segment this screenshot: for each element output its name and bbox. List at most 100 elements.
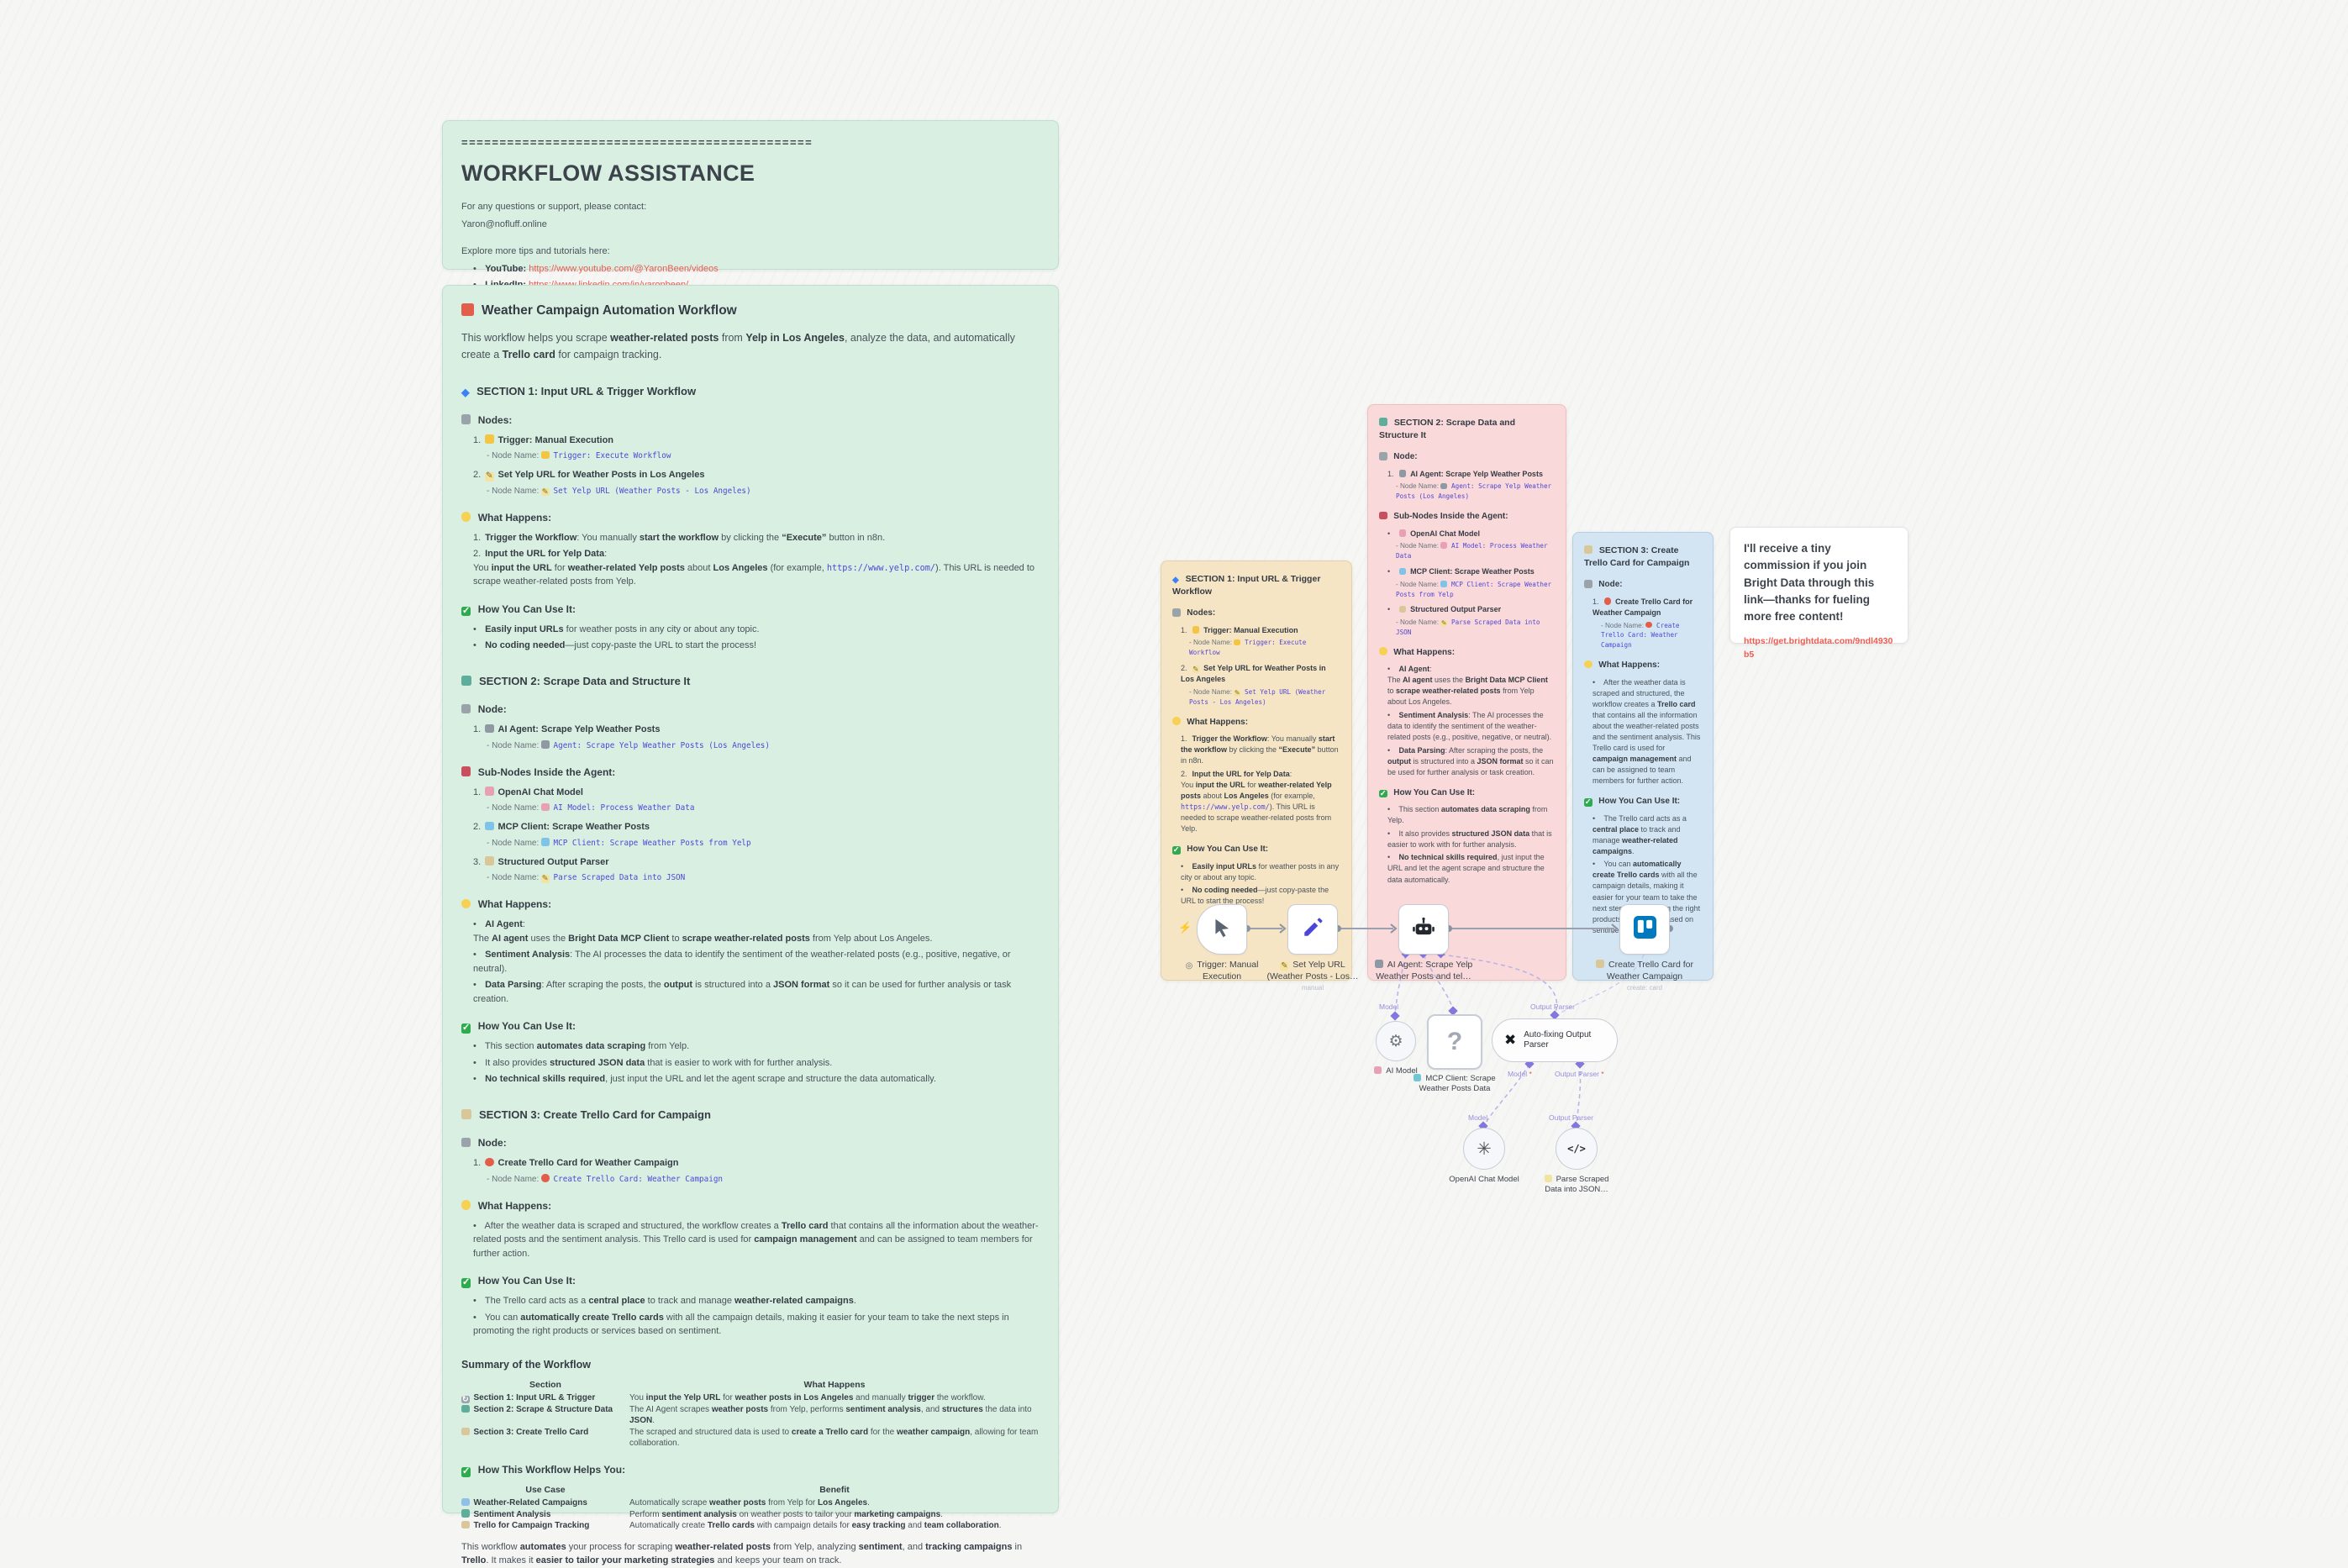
text-segment: Section 1: Input URL & Trigger [473,1393,596,1403]
text-segment: AI agent [492,933,529,944]
text-segment: https://www.yelp.com/ [1181,802,1270,811]
text-segment: It also provides [1398,829,1452,838]
text-segment: team collaboration [924,1521,999,1531]
wrench-icon [461,1137,471,1148]
node-name-line: - Node Name: AI Model: Process Weather D… [1396,542,1548,560]
list-marker: 2. [1181,769,1187,778]
text-segment: Data Parsing [485,980,542,990]
text-segment: AI Agent: Scrape Yelp Weather Posts [1410,469,1543,478]
list-marker: 1. [473,724,482,734]
section-heading: SECTION 2: Scrape Data and Structure It [1379,418,1516,441]
text-segment: : [522,919,525,929]
text-segment: , analyze the data, and automatically cr… [461,332,1015,360]
bolt-icon [1234,639,1241,646]
sticky-note-workflow-assistance[interactable]: ========================================… [442,120,1059,305]
paragraph: For any questions or support, please con… [461,200,1040,214]
text-segment: easy tracking [851,1521,906,1531]
text-segment: —just copy-paste the URL to start the pr… [1181,886,1329,906]
node-set-yelp-url[interactable]: ✎Set Yelp URL(Weather Posts - Los…manual [1267,904,1358,992]
text-segment: easier to tailor your marketing strategi… [535,1555,715,1566]
external-link[interactable]: https://www.youtube.com/@YaronBeen/video… [529,263,719,274]
text-segment: The scraped and structured data is used … [629,1427,792,1437]
text-segment: uses the [1432,676,1466,685]
bolt-icon [1192,626,1200,634]
brain-icon [1374,1066,1382,1075]
table-header: What Happens [803,1380,866,1391]
text-segment: from Yelp, analyzing [771,1541,859,1552]
list-item: • OpenAI Chat Model [1387,529,1555,539]
doc-icon [1544,1175,1552,1183]
list-item: 2. ✎Set Yelp URL for Weather Posts in Lo… [473,468,1040,482]
sticky-note-section2[interactable]: SECTION 2: Scrape Data and Structure It … [1367,404,1566,981]
text-segment: uses the [528,933,569,944]
text-segment: MCP Client: Scrape Weather Posts [1410,567,1535,576]
text-segment: No technical skills required [1398,853,1498,862]
table-cell: Trello for Campaign Tracking [461,1520,629,1532]
brightdata-affiliate-link[interactable]: https://get.brightdata.com/9ndl4930b5 [1744,636,1893,660]
text-segment: Explore more tips and tutorials here: [461,246,610,256]
openai-logo-icon: ✳ [1477,1139,1492,1159]
node-openai-chat-model[interactable]: ✳OpenAI Chat Model [1449,1128,1519,1184]
text-segment: Trello cards [707,1521,755,1531]
list-marker: 3. [473,856,482,867]
node-name-code: Parse Scraped Data into JSON [553,873,686,882]
node-name-code: Trigger: Execute Workflow [1189,639,1307,657]
text-segment: Section 3: Create Trello Card [473,1427,589,1437]
robot-icon [1374,960,1383,969]
node-name-code: MCP Client: Scrape Weather Posts from Ye… [1396,580,1552,598]
text-segment: weather-related posts [675,1541,771,1552]
sub-heading: ✓ How You Can Use It: [461,1275,576,1288]
list-marker: • [1387,853,1391,862]
text-segment: Easily input URLs [485,624,564,634]
node-name-code: AI Model: Process Weather Data [553,803,695,813]
list-item: 1. Trigger the Workflow: You manually st… [1181,734,1340,766]
text-segment: You can [1603,860,1634,869]
pencil-icon [1302,917,1324,943]
node-name-code: Create Trello Card: Weather Campaign [1601,621,1680,650]
table-header: Benefit [819,1484,850,1495]
sub-heading: What Happens: [461,1198,1040,1213]
text-segment: Set Yelp URL for Weather Posts in Los An… [1181,664,1326,684]
table-cell: The scraped and structured data is used … [629,1427,1040,1450]
text-segment: AI agent [1403,676,1433,685]
sticky-note-commission[interactable]: I'll receive a tiny commission if you jo… [1729,527,1908,660]
memo-icon: ✎ [1234,688,1241,697]
text-segment: campaign management [1593,755,1677,764]
text-segment: , allowing for team collaboration. [629,1427,1039,1449]
text-segment: by clicking the [1227,745,1279,755]
text-segment: Structured Output Parser [498,856,609,867]
divider-equals: ========================================… [461,136,813,149]
node-name-code: Trigger: Execute Workflow [553,451,671,460]
node-ai-model[interactable]: ⚙AI Model [1374,1021,1418,1076]
list-item: 2. Input the URL for Yelp Data:You input… [473,547,1040,589]
clipboard-icon [1596,960,1604,969]
text-segment: structured JSON data [1451,829,1530,838]
pin-icon [485,1157,494,1167]
sticky-note-section3[interactable]: SECTION 3: Create Trello Card for Campai… [1572,532,1714,981]
text-segment: After the weather data is scraped and st… [484,1220,782,1231]
list-item: 3. Structured Output Parser [473,855,1040,870]
sub-heading: Sub-Nodes Inside the Agent: [1379,511,1555,524]
text-segment: is structured into a [1410,756,1477,766]
sub-heading: ✓ How This Workflow Helps You: [461,1463,626,1477]
clipboard-icon [461,1427,470,1436]
paragraph: Yaron@nofluff.online [461,218,1040,232]
wrench-icon [461,414,471,424]
section1-content: ◆ SECTION 1: Input URL & Trigger Workflo… [1161,561,1351,980]
text-segment: . [652,1416,655,1426]
list-marker: 1. [473,532,482,543]
list-marker: 1. [1181,734,1187,744]
list-marker: • [473,950,476,960]
text-segment: automatically create Trello cards [520,1312,664,1323]
